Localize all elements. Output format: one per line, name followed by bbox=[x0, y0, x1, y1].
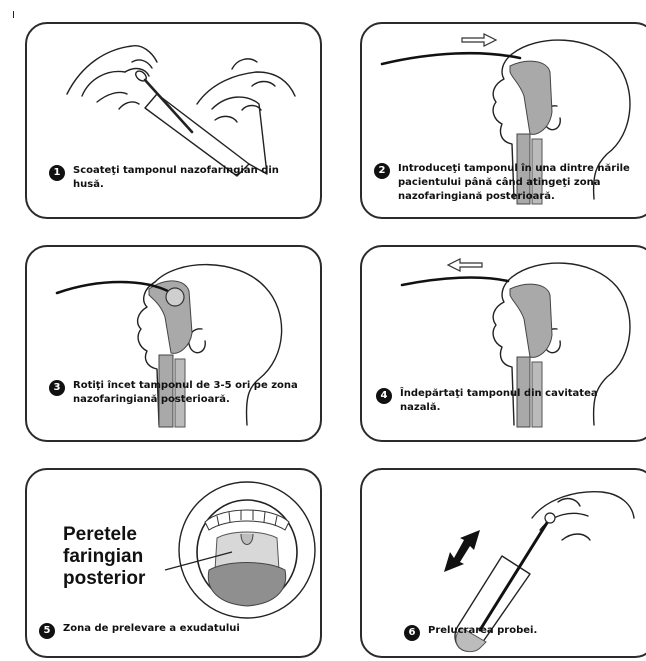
step-3-panel: 3 Rotiţi încet tamponul de 3-5 ori pe zo… bbox=[25, 245, 322, 442]
step-6-panel: 6 Prelucrarea probei. bbox=[360, 468, 646, 658]
step-number-badge: 2 bbox=[374, 163, 390, 179]
step-5-text: Zona de prelevare a exudatului bbox=[63, 622, 240, 636]
step-4-panel: 4 Îndepărtaţi tamponul din cavitatea naz… bbox=[360, 245, 646, 442]
step-number-badge: 4 bbox=[376, 388, 392, 404]
step-4-caption: 4 Îndepărtaţi tamponul din cavitatea naz… bbox=[376, 387, 636, 415]
step-number-badge: 1 bbox=[49, 165, 65, 181]
step-3-text: Rotiţi încet tamponul de 3-5 ori pe zona… bbox=[73, 379, 299, 407]
step-3-caption: 3 Rotiţi încet tamponul de 3-5 ori pe zo… bbox=[49, 379, 299, 407]
corner-tick-mark bbox=[13, 11, 14, 18]
step-6-caption: 6 Prelucrarea probei. bbox=[404, 624, 624, 641]
step-4-text: Îndepărtaţi tamponul din cavitatea nazal… bbox=[400, 387, 636, 415]
label-line-3: posterior bbox=[63, 568, 145, 590]
step-2-panel: 2 Introduceţi tamponul în una dintre năr… bbox=[360, 22, 646, 219]
rotate-swab-illustration bbox=[27, 247, 322, 442]
step-1-panel: 1 Scoateţi tamponul nazofaringian din hu… bbox=[25, 22, 322, 219]
step-1-text: Scoateţi tamponul nazofaringian din husă… bbox=[73, 164, 289, 192]
step-5-panel: Peretele faringian posterior 5 Zona de p… bbox=[25, 468, 322, 658]
label-line-1: Peretele bbox=[63, 524, 145, 546]
step-number-badge: 5 bbox=[39, 623, 55, 639]
step-number-badge: 6 bbox=[404, 625, 420, 641]
posterior-pharyngeal-wall-label: Peretele faringian posterior bbox=[63, 524, 145, 590]
label-line-2: faringian bbox=[63, 546, 145, 568]
step-2-text: Introduceţi tamponul în una dintre năril… bbox=[398, 162, 644, 204]
step-2-caption: 2 Introduceţi tamponul în una dintre năr… bbox=[374, 162, 644, 204]
step-6-text: Prelucrarea probei. bbox=[428, 624, 537, 638]
step-1-caption: 1 Scoateţi tamponul nazofaringian din hu… bbox=[49, 164, 289, 192]
step-5-caption: 5 Zona de prelevare a exudatului bbox=[39, 622, 299, 639]
step-number-badge: 3 bbox=[49, 380, 65, 396]
